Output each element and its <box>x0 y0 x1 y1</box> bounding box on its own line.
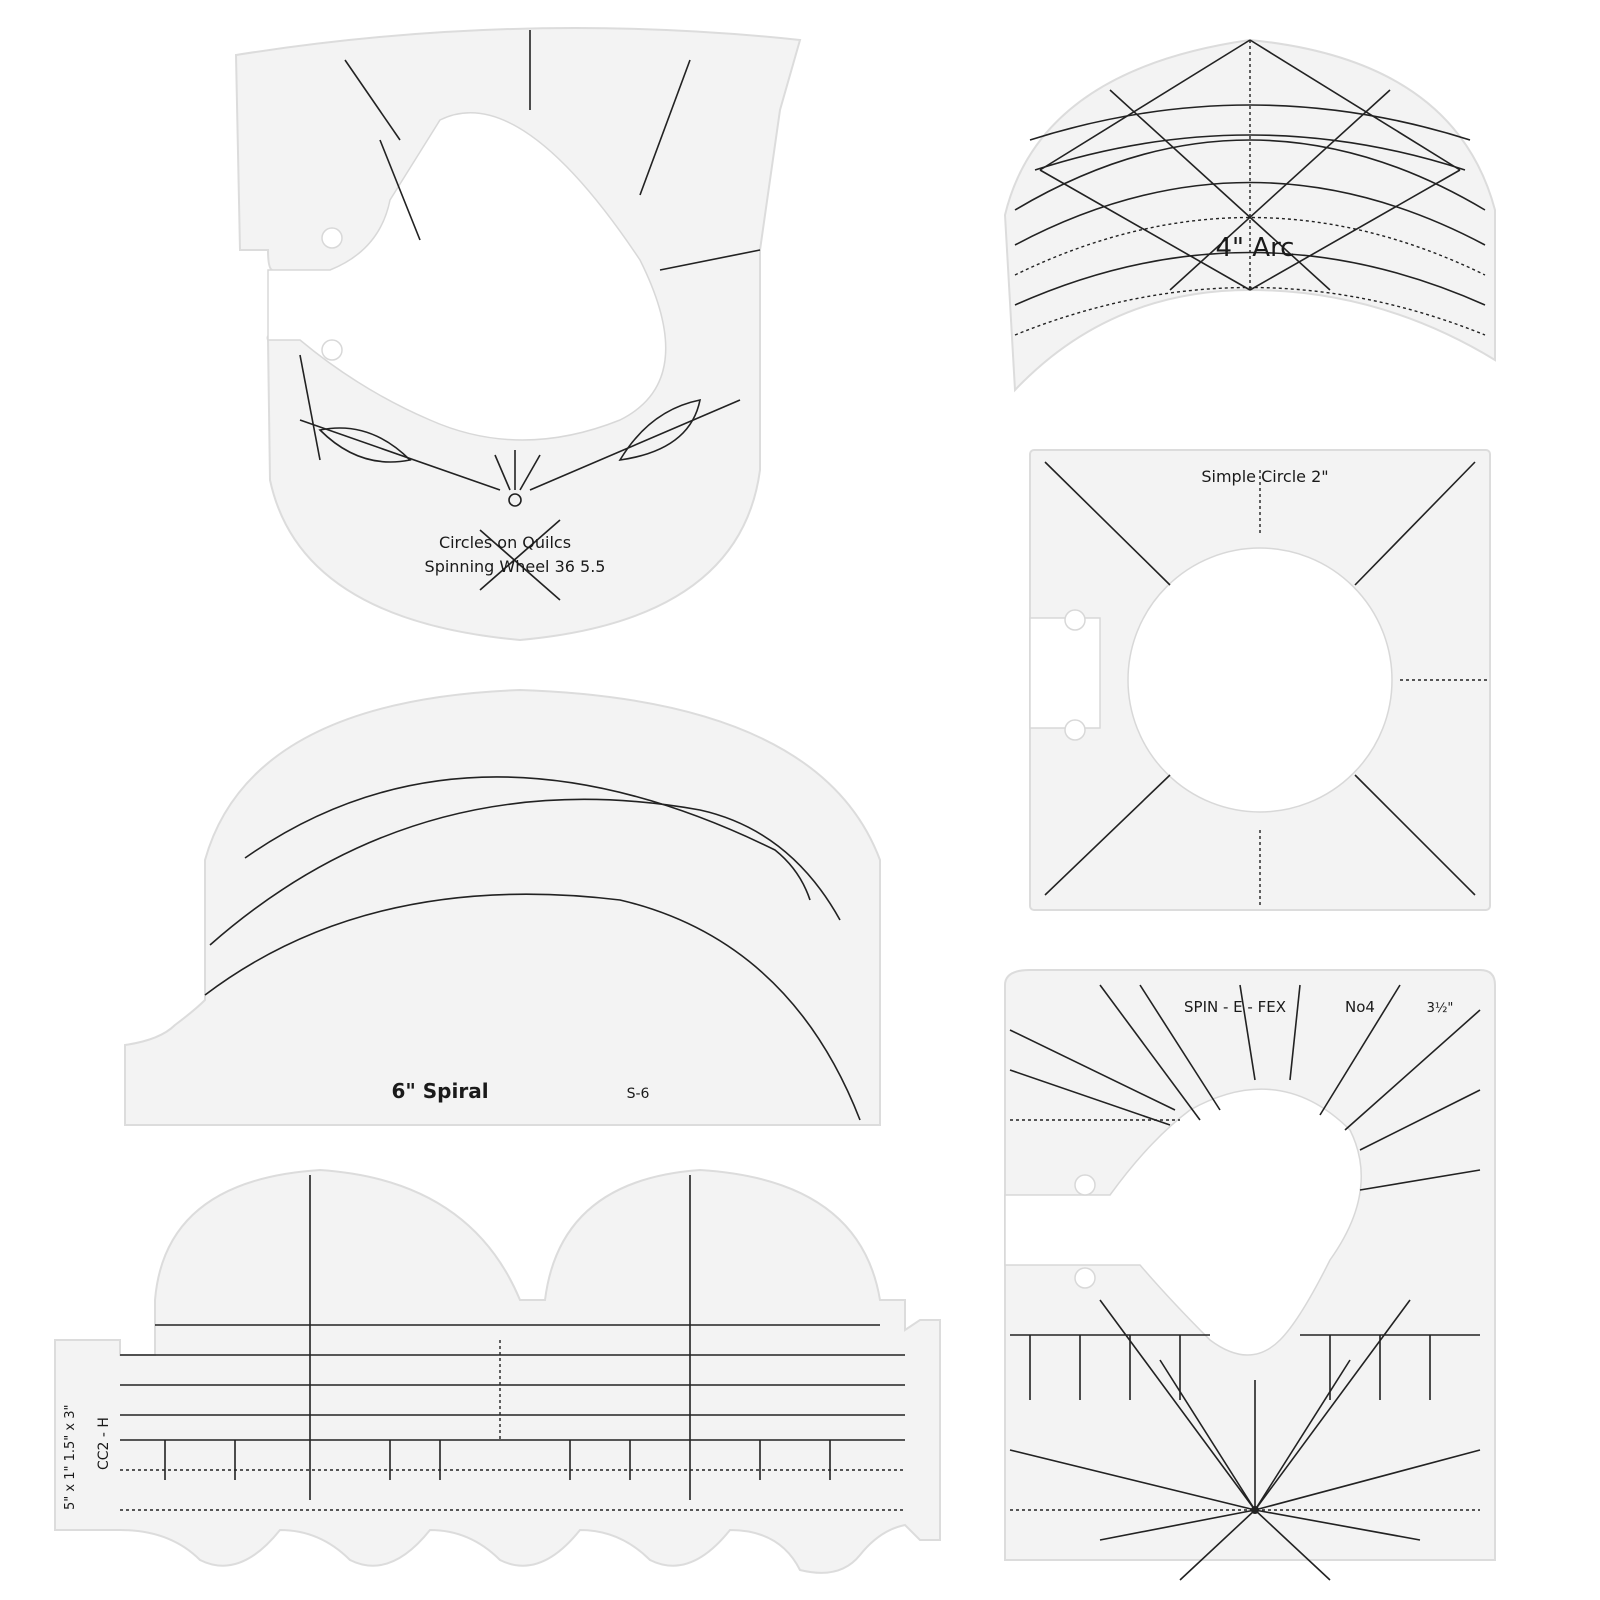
spinning-wheel-label-line2: Spinning Wheel 36 5.5 <box>425 557 606 576</box>
spinning-wheel-label-line1: Circles on Quilcs <box>439 533 571 552</box>
simple-circle-label: Simple Circle 2" <box>1201 467 1328 486</box>
spin-e-fex-number: No4 <box>1345 998 1375 1016</box>
clamshell-sizes: 5" x 1" 1.5" x 3" <box>63 1405 78 1510</box>
template-spiral: 6" Spiral S-6 <box>124 688 881 1126</box>
template-spinning-wheel: Circles on Quilcs Spinning Wheel 36 5.5 <box>234 27 802 642</box>
arc-label: 4" Arc <box>1216 233 1295 263</box>
spiral-label: 6" Spiral <box>391 1079 488 1103</box>
spin-e-fex-size: 3½" <box>1427 1001 1454 1016</box>
template-spin-e-fex: SPIN - E - FEX No4 3½" <box>1004 969 1496 1581</box>
template-arc: 4" Arc <box>1003 38 1496 393</box>
clamshell-code: CC2 - H <box>96 1417 112 1470</box>
spin-e-fex-label: SPIN - E - FEX <box>1184 998 1286 1016</box>
spin-e-fex-starburst <box>1009 1299 1481 1581</box>
template-clamshell-border: CC2 - H 5" x 1" 1.5" x 3" <box>54 1168 941 1574</box>
template-simple-circle: Simple Circle 2" <box>1029 449 1491 911</box>
spiral-code: S-6 <box>627 1086 650 1102</box>
